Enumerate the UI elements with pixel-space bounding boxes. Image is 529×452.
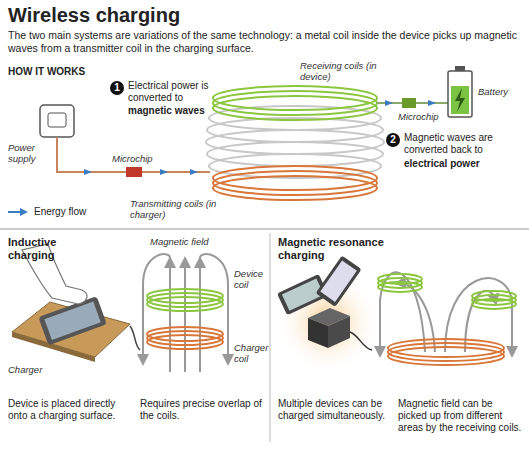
description: Device is placed directly onto a chargin… (8, 398, 133, 422)
part-label: Microchip (112, 153, 153, 164)
transmitting-coil (213, 166, 377, 200)
part-label: Magnetic field (150, 236, 209, 247)
part-label: Microchip (398, 111, 439, 122)
description: Multiple devices can be charged simultan… (278, 398, 390, 422)
callout-number: 1 (110, 81, 124, 95)
legend-arrow (8, 207, 30, 217)
title: Wireless charging (8, 3, 180, 27)
subtitle: The two main systems are variations of t… (8, 29, 523, 55)
power-wire (57, 137, 210, 172)
part-label: Charger (8, 364, 42, 375)
callout-text: Electrical power is converted to (128, 80, 210, 104)
battery-icon (448, 66, 472, 117)
charger-coil (147, 327, 223, 349)
callout-number: 2 (386, 133, 400, 147)
microchip (402, 98, 416, 108)
part-label: Receiving coils (in device) (300, 60, 390, 83)
charger-illustration (12, 244, 140, 362)
callout-text: electrical power (404, 158, 480, 170)
legend-text: Energy flow (34, 206, 86, 218)
divider (0, 229, 529, 230)
device-coil (378, 274, 516, 309)
description: Requires precise overlap of the coils. (140, 398, 262, 422)
callout-text: Magnetic waves are converted back to (404, 132, 522, 156)
section-heading: HOW IT WORKS (8, 66, 85, 78)
part-label: Charger coil (234, 342, 268, 365)
section-heading: Inductive charging (8, 236, 98, 262)
microchip (126, 167, 142, 177)
resonance-illustration (276, 255, 380, 374)
callout-text: magnetic waves (128, 105, 205, 117)
part-label: Power supply (8, 142, 52, 165)
power-outlet (40, 105, 74, 137)
device-coil (147, 289, 223, 311)
part-label: Transmitting coils (in charger) (130, 198, 220, 221)
description: Magnetic field can be picked up from dif… (398, 398, 524, 434)
part-label: Device coil (234, 268, 268, 291)
divider (270, 233, 271, 442)
receiving-coil (213, 86, 377, 120)
magnetic-field (143, 254, 228, 372)
charger-coil (388, 339, 504, 365)
part-label: Battery (478, 86, 508, 97)
section-heading: Magnetic resonance charging (278, 236, 393, 262)
